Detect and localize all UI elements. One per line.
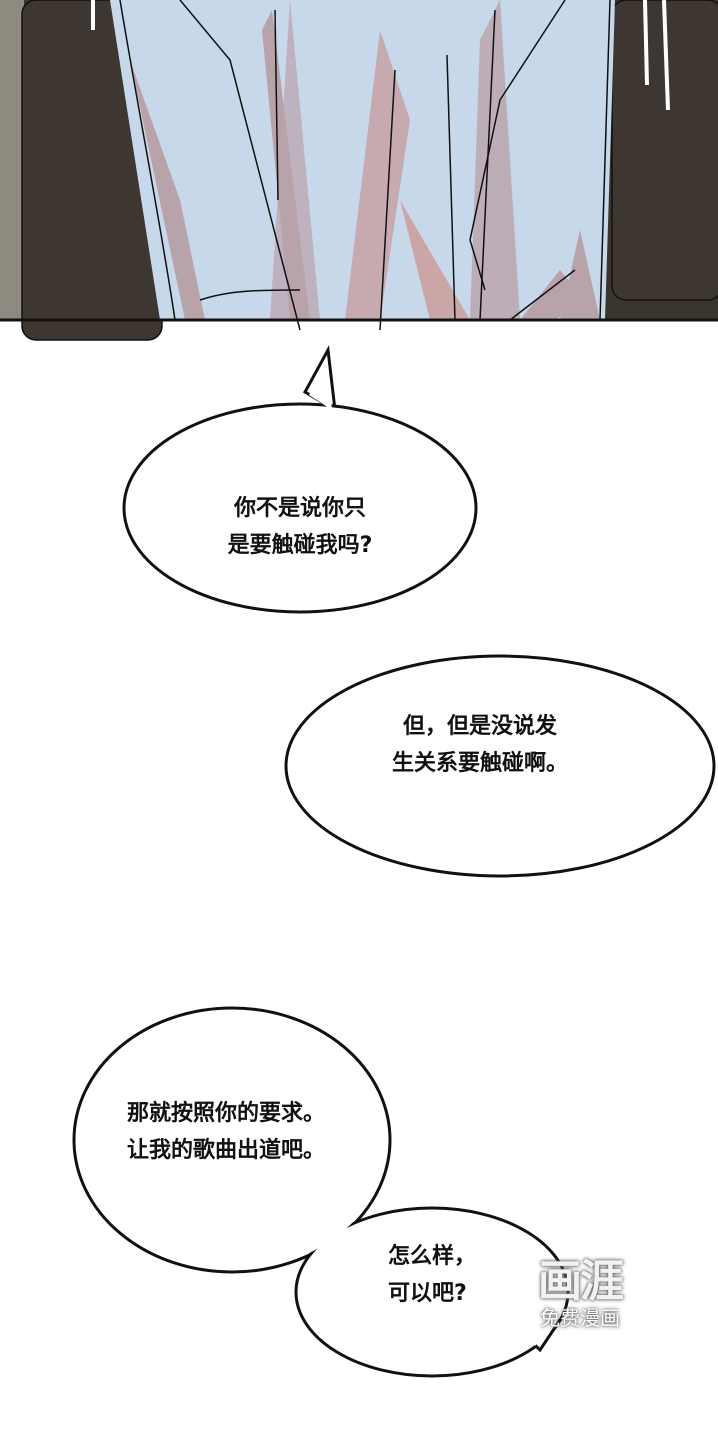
dialogue-line: 可以吧? [388,1281,467,1306]
dialogue-line: 是要触碰我吗? [227,533,373,558]
dialogue-line: 那就按照你的要求。 [126,1101,326,1126]
watermark-logo: 画涯 免费漫画 [538,1256,624,1331]
speech-bubble-2-text: 但，但是没说发 生关系要触碰啊。 [392,708,568,782]
motion-lines [91,0,670,111]
dialogue-line: 怎么样， [388,1244,477,1269]
watermark-caption: 免费漫画 [540,1306,620,1330]
speech-bubble-4-text: 怎么样， 可以吧? [388,1238,476,1312]
dialogue-line: 但，但是没说发 [402,714,558,739]
dialogue-line: 生关系要触碰啊。 [391,751,569,776]
speech-bubble-1-text: 你不是说你只 是要触碰我吗? [228,490,373,564]
comic-panel-illustration [0,0,718,341]
dialogue-line: 让我的歌曲出道吧。 [126,1138,326,1163]
dialogue-line: 你不是说你只 [233,496,367,521]
speech-bubbles [72,345,716,1378]
speech-bubble-3-text: 那就按照你的要求。 让我的歌曲出道吧。 [127,1095,325,1169]
watermark-logo-text: 画涯 [538,1256,624,1307]
carpet [0,0,24,320]
